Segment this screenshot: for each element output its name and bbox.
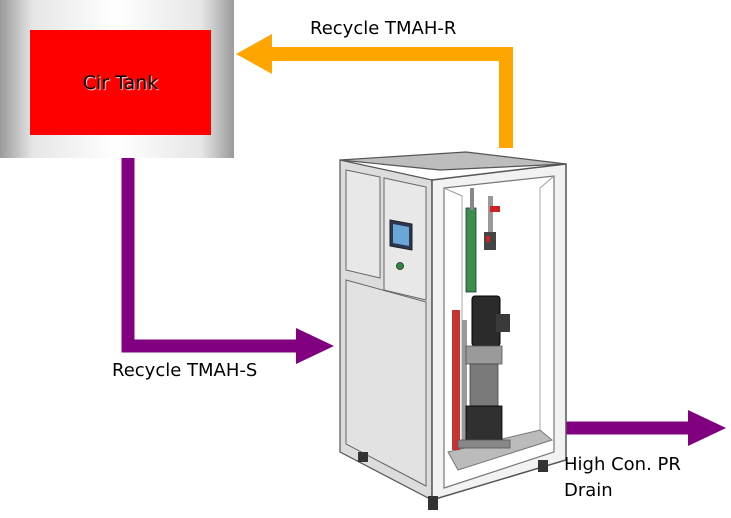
machine-cabinet bbox=[339, 151, 567, 510]
drain-flow-label-line1: High Con. PR bbox=[564, 454, 681, 475]
indicator-light-icon bbox=[396, 262, 404, 270]
tank-panel: Cir Tank bbox=[0, 0, 234, 158]
tank-label: Cir Tank bbox=[82, 71, 159, 94]
supply-flow-label: Recycle TMAH-S bbox=[112, 360, 258, 381]
cir-tank: Cir Tank bbox=[30, 30, 211, 135]
return-flow-label: Recycle TMAH-R bbox=[310, 18, 457, 39]
drain-flow-label-line2: Drain bbox=[564, 480, 613, 501]
drain-arrow bbox=[560, 410, 726, 446]
return-arrow bbox=[236, 34, 513, 148]
supply-arrow bbox=[121, 158, 334, 364]
